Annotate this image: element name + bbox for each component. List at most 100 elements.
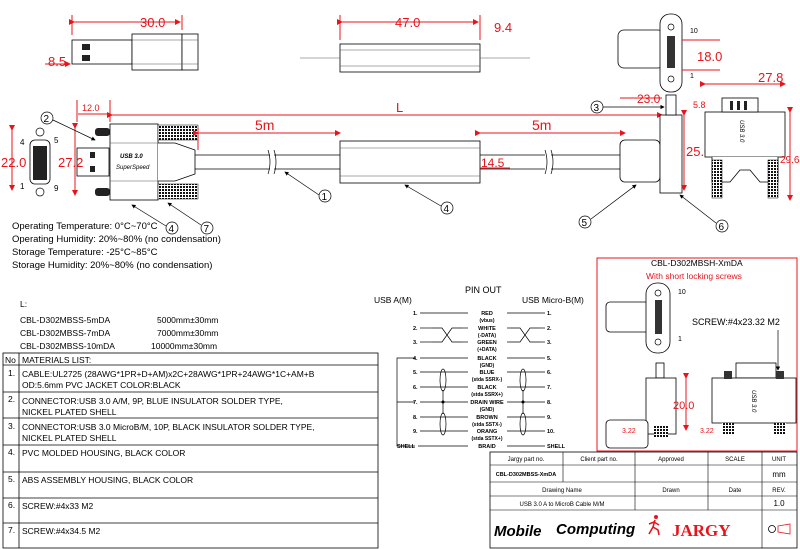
callout-4: 4 [404, 184, 454, 215]
wire-color: BLACK [477, 385, 496, 391]
pinout-row: 6. 7. BLACK(stda SSRX+) [413, 385, 552, 398]
pin-left: SHELL [397, 444, 416, 450]
callout-4b: 4 [131, 204, 179, 235]
environment-specs: Operating Temperature: 0°C~70°C Operatin… [12, 221, 221, 271]
dim-22: 22.0 [1, 155, 26, 170]
dim-5-8: 5.8 [693, 100, 706, 110]
pinout-row: 9.10.ORANG(stda SSTX+) [413, 429, 555, 442]
svg-text:6: 6 [719, 222, 725, 233]
pin-right: 7. [547, 385, 552, 391]
dim-3-22a: 3.22 [622, 428, 636, 435]
pin-left: 9. [413, 429, 418, 435]
pin-right: 3. [547, 340, 552, 346]
length-part: CBL-D302MBSS-10mDA [20, 341, 115, 351]
wire-signal: (+DATA) [477, 347, 497, 353]
materials-header: MATERIALS LIST: [22, 355, 91, 365]
callout-5: 5 [578, 184, 637, 229]
callout-2: 2 [40, 111, 96, 141]
pinout-row: 2.2.WHITE(-DATA) [413, 326, 552, 339]
tb-header-unit: UNIT [772, 457, 786, 463]
material-row: 7.SCREW:#4x34.5 M2 [8, 525, 101, 536]
svg-text:NICKEL PLATED SHELL: NICKEL PLATED SHELL [22, 407, 117, 417]
dim-L: L [396, 100, 403, 115]
length-part: CBL-D302MBSS-7mDA [20, 328, 111, 338]
pin-right: 9. [547, 415, 552, 421]
pin-label-10b: 10 [678, 289, 686, 296]
spec-line: Storage Temperature: -25°C~85°C [12, 247, 158, 258]
material-row: 5. ABS ASSEMBLY HOUSING, BLACK COLOR [8, 474, 193, 485]
svg-text:5.: 5. [8, 474, 15, 484]
dim-18: 18.0 [697, 49, 722, 64]
spec-line: Operating Temperature: 0°C~70°C [12, 221, 158, 232]
pin-label-10: 10 [690, 28, 698, 35]
length-value: 10000mm±30mm [151, 341, 217, 351]
dim-47: 47.0 [395, 15, 420, 30]
dim-23: 23.0 [637, 92, 661, 106]
wire-signal: (GND) [480, 363, 495, 369]
tb-header-date: Date [729, 488, 742, 494]
pinout-row: 7.8.DRAIN WIRE(GND) [413, 400, 552, 413]
projection-symbol-icon [768, 523, 791, 535]
runner-icon [648, 515, 660, 536]
svg-text:7: 7 [204, 224, 210, 235]
superspeed-logo: SuperSpeed [116, 165, 150, 171]
pinout-diagram: PIN OUT USB A(M) USB Micro-B(M) 1.1.RED(… [374, 285, 584, 450]
material-row: 1. CABLE:UL2725 (28AWG*1PR+D+AM)x2C+28AWG… [8, 368, 315, 390]
pin-right: 6. [547, 370, 552, 376]
length-table: L: CBL-D302MBSS-5mDA 5000mm±30mm CBL-D30… [20, 299, 218, 351]
svg-text:CABLE:UL2725 (28AWG*1PR+D+AM)x: CABLE:UL2725 (28AWG*1PR+D+AM)x2C+28AWG*1… [22, 369, 315, 379]
tb-header-client: Client part no. [580, 457, 618, 463]
pin-label-5: 5 [54, 136, 59, 145]
dim-27-2: 27.2 [58, 155, 83, 170]
tb-part-no: CBL-D302MBSS-XmDA [496, 472, 557, 478]
molded-housing-top-view: 47.0 9.4 [300, 15, 530, 73]
title-block: Jargy part no. Client part no. Approved … [489, 451, 798, 549]
wire-color: RED [481, 311, 493, 317]
dim-12: 12.0 [82, 103, 100, 113]
dim-3-22b: 3.22 [700, 428, 714, 435]
tb-header-scale: SCALE [725, 457, 745, 463]
spec-line: Operating Humidity: 20%~80% (no condensa… [12, 234, 221, 245]
tb-header-part: Jargy part no. [508, 457, 545, 463]
pin-left: 5. [413, 370, 418, 376]
pinout-row: 8.9.BROWN(stda SSTX-) [413, 415, 552, 428]
tb-drawing-name: USB 3.0 A to MicroB Cable M/M [519, 502, 604, 508]
pin-left: 6. [413, 385, 418, 391]
wire-signal: (stda SSRX+) [471, 392, 503, 398]
pin-label-9: 9 [54, 184, 59, 193]
wire-signal: (GND) [480, 407, 495, 413]
tb-header-drawing: Drawing Name [542, 488, 582, 494]
svg-text:1: 1 [322, 192, 328, 203]
spec-line: Storage Humidity: 20%~80% (no condensati… [12, 260, 212, 271]
length-value: 5000mm±30mm [157, 315, 218, 325]
usb3-logo: USB 3.0 [120, 154, 143, 160]
variant-title: CBL-D302MBSH-XmDA [651, 258, 743, 268]
pin-right: 10. [547, 429, 555, 435]
dim-27-8: 27.8 [758, 70, 783, 85]
svg-text:SCREW:#4x33 M2: SCREW:#4x33 M2 [22, 501, 93, 511]
svg-text:2.: 2. [8, 394, 15, 404]
svg-text:1.: 1. [8, 368, 15, 378]
pinout-row: 4.5.BLACK(GND) [413, 356, 552, 369]
svg-text:4: 4 [444, 204, 450, 215]
wire-color: BRAID [478, 444, 495, 450]
dim-5m-right: 5m [532, 117, 551, 133]
short-screw-variant: CBL-D302MBSH-XmDA With short locking scr… [596, 257, 798, 452]
no-header: No [5, 355, 16, 365]
dim-20: 20.0 [673, 400, 694, 412]
material-row: 2.CONNECTOR:USB 3.0 A/M, 9P, BLUE INSULA… [8, 394, 283, 417]
material-row: 4. PVC MOLDED HOUSING, BLACK COLOR [8, 447, 185, 458]
wire-signal: (stda SSTX-) [472, 422, 502, 428]
svg-text:ABS ASSEMBLY HOUSING, BLACK CO: ABS ASSEMBLY HOUSING, BLACK COLOR [22, 475, 193, 485]
pin-label-1: 1 [690, 73, 694, 80]
pinout-row: 5.6.BLUE(stda SSRX-) [413, 370, 552, 383]
svg-text:4.: 4. [8, 447, 15, 457]
logo-jargy: JARGY [672, 521, 731, 540]
svg-text:PVC MOLDED HOUSING, BLACK COLO: PVC MOLDED HOUSING, BLACK COLOR [22, 448, 185, 458]
wire-color: ORANG [477, 429, 497, 435]
pin-right: 2. [547, 326, 552, 332]
wire-color: BLACK [477, 356, 496, 362]
materials-table: No MATERIALS LIST: 1. CABLE:UL2725 (28AWG… [2, 352, 379, 549]
wire-signal: (-DATA) [478, 333, 496, 339]
